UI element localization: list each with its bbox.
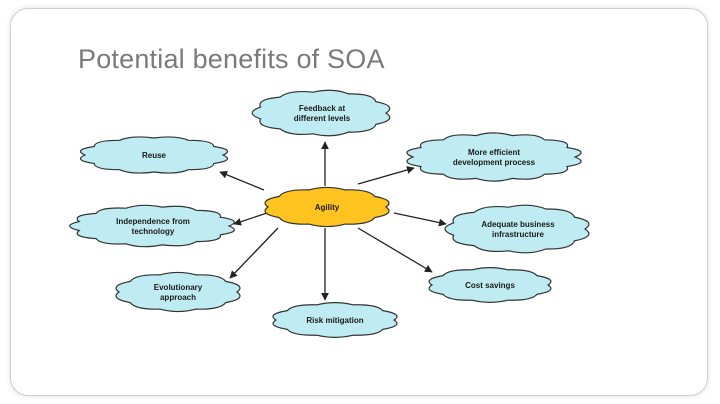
node-business-infra-shape — [444, 204, 590, 254]
slide-title: Potential benefits of SOA — [78, 44, 385, 74]
node-reuse-shape — [79, 136, 229, 174]
node-feedback-shape — [251, 89, 391, 137]
arrow-to-business-infra — [393, 212, 447, 227]
arrow-to-reuse — [219, 171, 265, 191]
node-cost-savings: Cost savings — [428, 267, 552, 303]
node-evolutionary-shape — [115, 271, 241, 313]
node-risk-mitigation-shape — [272, 302, 398, 338]
node-business-infra-label: Adequate business — [481, 220, 555, 229]
arrow-to-independence — [233, 211, 271, 226]
node-independence-label: technology — [132, 227, 175, 236]
node-efficient-dev-label: More efficient — [468, 148, 520, 157]
node-independence-shape — [69, 204, 235, 248]
node-agility: Agility — [264, 186, 390, 228]
arrows-layer — [219, 141, 447, 301]
arrow-to-cost-savings — [357, 227, 433, 273]
node-cost-savings-label: Cost savings — [465, 281, 515, 290]
arrow-to-efficient-dev — [357, 166, 415, 185]
node-independence-label: Independence from — [116, 217, 190, 226]
node-reuse-label: Reuse — [142, 151, 167, 160]
node-feedback-label: different levels — [294, 114, 351, 123]
node-reuse: Reuse — [79, 136, 229, 174]
node-risk-mitigation: Risk mitigation — [272, 302, 398, 338]
node-efficient-dev-shape — [406, 132, 582, 182]
node-business-infra-label: infrastructure — [492, 230, 545, 239]
node-agility-label: Agility — [315, 203, 340, 212]
node-risk-mitigation-label: Risk mitigation — [306, 316, 363, 325]
node-evolutionary-label: Evolutionary — [154, 283, 203, 292]
node-efficient-dev-label: development process — [453, 158, 536, 167]
arrow-to-evolutionary — [229, 227, 279, 279]
node-feedback-label: Feedback at — [299, 104, 346, 113]
node-evolutionary-label: approach — [160, 293, 196, 302]
node-agility-shape — [264, 186, 390, 228]
node-cost-savings-shape — [428, 267, 552, 303]
